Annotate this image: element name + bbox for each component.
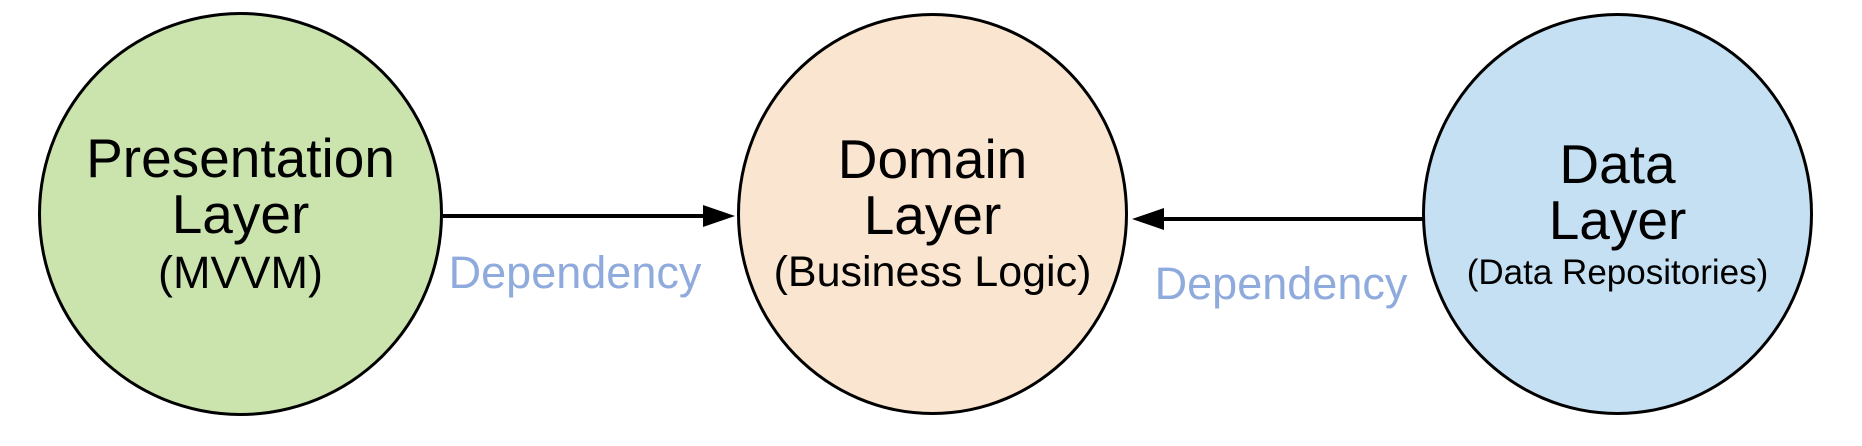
edge-presentation-to-domain — [443, 205, 735, 227]
edge-data-to-domain — [1132, 208, 1424, 230]
node-title-line2: Layer — [171, 183, 310, 246]
node-title-line2: Layer — [1548, 188, 1687, 251]
node-title-line1: Domain — [837, 128, 1028, 191]
node-title: Presentation Layer — [86, 130, 395, 242]
node-subtitle: (Data Repositories) — [1466, 252, 1769, 292]
node-data-layer: Data Layer (Data Repositories) — [1422, 13, 1813, 415]
dependency-label-left: Dependency — [448, 247, 702, 298]
node-title: Data Layer — [1549, 136, 1687, 248]
node-subtitle: (Business Logic) — [773, 248, 1092, 297]
arrowhead-right-icon — [703, 205, 735, 227]
node-domain-layer: Domain Layer (Business Logic) — [737, 13, 1128, 415]
arrowhead-left-icon — [1132, 208, 1164, 230]
node-presentation-layer: Presentation Layer (MVVM) — [38, 12, 443, 416]
dependency-label-right: Dependency — [1154, 258, 1408, 309]
node-title: Domain Layer — [838, 131, 1028, 243]
node-title-line2: Layer — [863, 184, 1002, 247]
node-subtitle: (MVVM) — [158, 247, 323, 299]
node-title-line1: Presentation — [86, 127, 395, 190]
node-title-line1: Data — [1559, 132, 1676, 195]
